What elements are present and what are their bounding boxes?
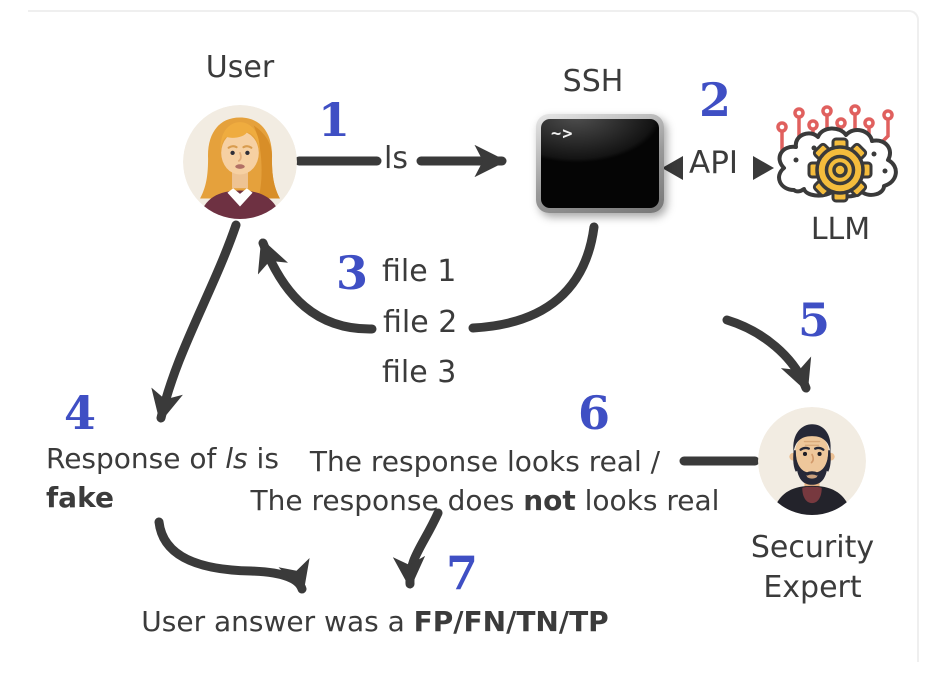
final-answer-pre: User answer was a (141, 605, 414, 638)
assessment-line2-not: not (523, 484, 576, 517)
llm-brain-icon (776, 104, 898, 203)
file-3-label: file 3 (382, 355, 457, 390)
step-4-number: 4 (64, 386, 97, 440)
assessment-line2-post: looks real (575, 484, 720, 517)
final-answer-text: User answer was a FP/FN/TN/TP (95, 605, 655, 638)
response-verdict-command: ls (225, 442, 248, 475)
arrow-fake-to-answer (154, 517, 310, 594)
step-7-number: 7 (446, 546, 479, 600)
file-2-label: file 2 (383, 305, 458, 340)
assessment-text: The response looks real / The response d… (250, 442, 720, 520)
step-5-number: 5 (798, 293, 831, 347)
assessment-line2-pre: The response does (250, 484, 524, 517)
step-3-number: 3 (336, 246, 369, 300)
step-6-number: 6 (578, 386, 611, 440)
terminal-icon: ~> (536, 114, 664, 213)
terminal-prompt: ~> (551, 124, 574, 144)
llm-label: LLM (810, 212, 871, 247)
arrow-assessment-to-answer (392, 508, 443, 589)
step-2-number: 2 (699, 73, 732, 127)
user-avatar-icon (183, 105, 297, 219)
response-verdict-line1: Response of ls is (46, 442, 279, 475)
gear-icon (807, 137, 873, 203)
step-1-number: 1 (318, 93, 351, 147)
response-verdict-fake: fake (46, 481, 114, 514)
ls-command-label: ls (384, 141, 408, 176)
security-expert-label: Security Expert (740, 528, 885, 608)
response-verdict-post: is (247, 442, 279, 475)
arrow-user-to-response (151, 220, 241, 423)
security-expert-label-line2: Expert (763, 570, 862, 605)
response-verdict-pre: Response of (46, 442, 226, 475)
final-answer-classes: FP/FN/TN/TP (413, 605, 609, 638)
api-label: API (689, 145, 739, 181)
assessment-line2: The response does not looks real (250, 481, 720, 520)
security-expert-label-line1: Security (750, 530, 875, 565)
api-left-triangle-icon (662, 156, 683, 180)
arrow-to-security-expert (722, 315, 812, 393)
ssh-label: SSH (562, 64, 624, 99)
assessment-line1: The response looks real / (309, 445, 661, 478)
arrow-ssh-to-files (468, 222, 599, 333)
security-expert-avatar-icon (758, 407, 866, 515)
user-label: User (205, 50, 275, 85)
terminal-screen: ~> (541, 119, 659, 208)
file-1-label: file 1 (382, 254, 457, 289)
